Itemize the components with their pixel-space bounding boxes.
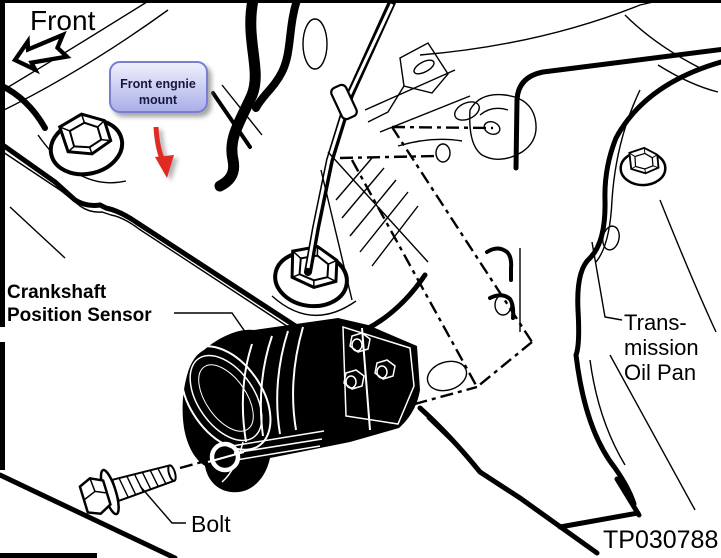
front-direction-arrow-icon bbox=[11, 30, 72, 75]
crankshaft-position-sensor-graphic bbox=[180, 318, 420, 493]
transmission-oil-pan-lines bbox=[417, 0, 721, 556]
bolt-label: Bolt bbox=[191, 511, 231, 537]
red-pointer-arrow-icon bbox=[153, 126, 174, 178]
leader-lines bbox=[139, 241, 623, 524]
front-label: Front bbox=[30, 5, 96, 36]
front-engine-mount-callout: Front engnie mount bbox=[109, 61, 208, 113]
callout-text-line2: mount bbox=[139, 93, 178, 107]
callout-text-line1: Front engnie bbox=[120, 77, 196, 91]
part-number-label: TP030788 bbox=[603, 526, 718, 554]
transmission-label-line2: mission bbox=[624, 335, 699, 360]
sensor-mounting-hole bbox=[209, 441, 241, 473]
engine-mount-bracket-lines bbox=[0, 0, 428, 558]
bolt-graphic bbox=[78, 464, 177, 516]
crankshaft-sensor-label-line1: Crankshaft bbox=[7, 282, 107, 303]
transmission-label-line1: Trans- bbox=[624, 310, 687, 335]
crankshaft-sensor-label-line2: Position Sensor bbox=[7, 305, 152, 326]
transmission-label-line3: Oil Pan bbox=[624, 360, 696, 385]
